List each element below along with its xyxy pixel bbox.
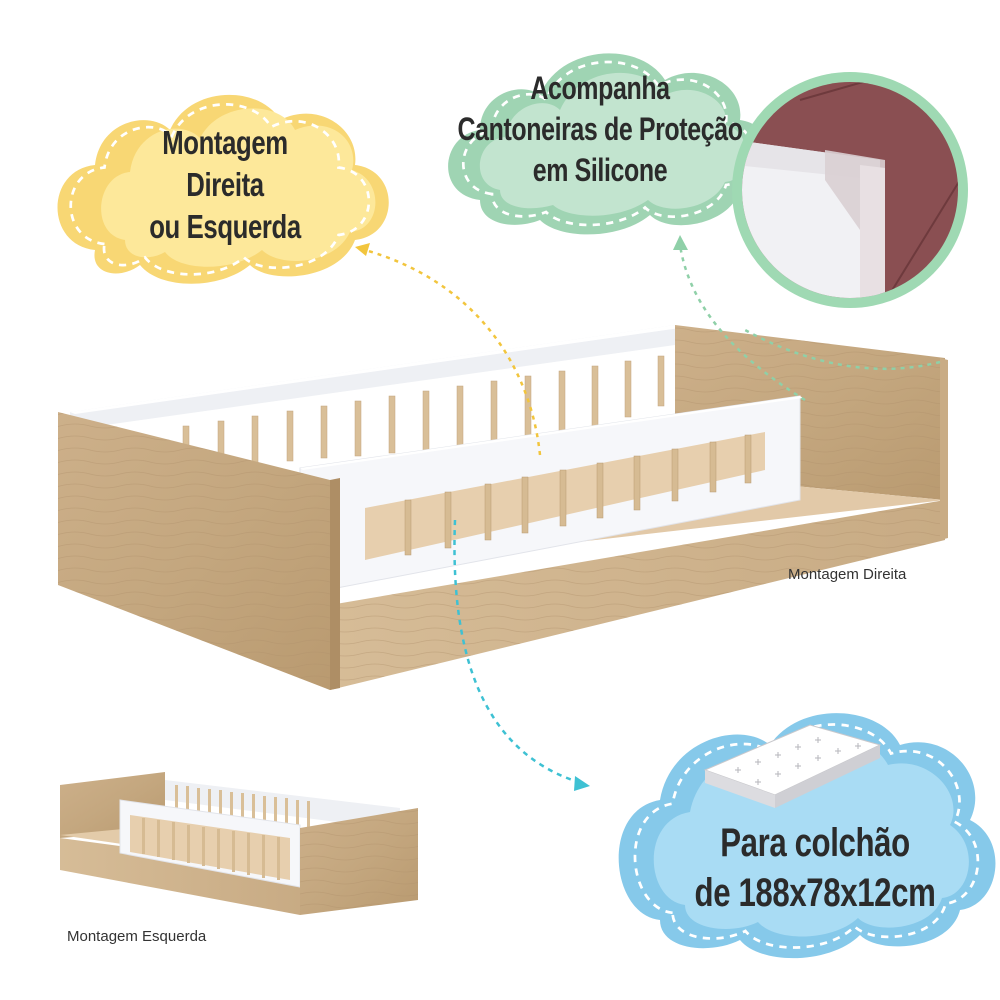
mounting-callout: Montagem Direita ou Esquerda [124, 122, 327, 248]
caption-right-mounting: Montagem Direita [788, 566, 907, 583]
mattress-callout: Para colchão de 188x78x12cm [679, 818, 952, 918]
protection-line-2: Cantoneiras de Proteção [457, 111, 743, 147]
protection-callout: Acompanha Cantoneiras de Proteção em Sil… [444, 68, 756, 191]
silicone-corner-protector-closeup [732, 72, 968, 308]
protection-line-1: Acompanha [530, 70, 670, 106]
protection-line-3: em Silicone [532, 152, 668, 188]
caption-left-mounting: Montagem Esquerda [67, 928, 207, 945]
mattress-icon [703, 724, 882, 808]
green-cloud-icon [448, 53, 770, 235]
yellow-dotted-arrow [364, 248, 542, 456]
mounting-line-3: ou Esquerda [149, 208, 301, 245]
mattress-line-1: Para colchão [720, 821, 910, 865]
mounting-line-2: Direita [186, 166, 264, 203]
yellow-cloud-icon [57, 94, 389, 284]
bed-left-mounting-illustration [60, 772, 418, 915]
mattress-line-2: de 188x78x12cm [694, 871, 936, 915]
blue-dotted-arrow [453, 519, 579, 784]
green-dotted-arrow [678, 244, 941, 402]
mounting-line-1: Montagem [162, 124, 288, 161]
